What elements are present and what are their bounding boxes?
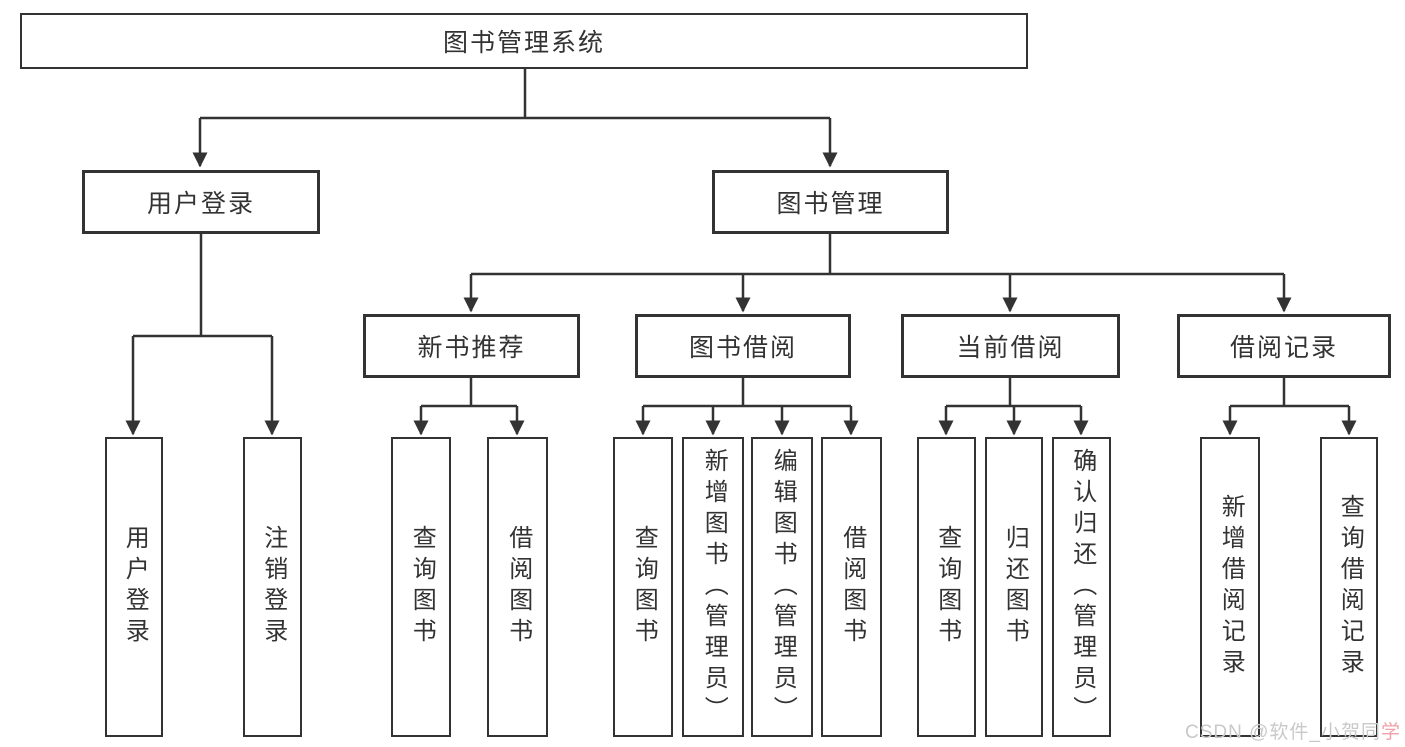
- watermark-text-accent: 学: [1380, 722, 1401, 743]
- node-label: 查询图书: [630, 525, 658, 649]
- node-label: 确认归还（管理员）: [1068, 447, 1096, 727]
- node-label: 查询图书: [408, 525, 436, 649]
- leaf-query-books-newbook: 查询图书: [391, 437, 451, 737]
- node-label: 用户登录: [121, 525, 149, 649]
- leaf-borrow-books-newbook: 借阅图书: [487, 437, 548, 737]
- watermark-text: CSDN @软件_小贺同: [1185, 722, 1381, 743]
- leaf-user-login: 用户登录: [105, 437, 163, 737]
- node-library-management-system: 图书管理系统: [20, 13, 1028, 69]
- node-user-login: 用户登录: [82, 170, 320, 234]
- leaf-borrow-books-borrow: 借阅图书: [821, 437, 882, 737]
- node-label: 当前借阅: [956, 334, 1065, 362]
- node-label: 图书管理: [776, 190, 885, 218]
- leaf-confirm-return-admin: 确认归还（管理员）: [1052, 437, 1111, 737]
- leaf-add-borrow-record: 新增借阅记录: [1200, 437, 1260, 737]
- node-label: 新增图书（管理员）: [700, 447, 728, 727]
- node-label: 查询图书: [933, 525, 961, 649]
- leaf-query-borrow-record: 查询借阅记录: [1320, 437, 1378, 737]
- leaf-query-books-current: 查询图书: [917, 437, 976, 737]
- leaf-return-book: 归还图书: [985, 437, 1043, 737]
- node-label: 归还图书: [1001, 525, 1029, 649]
- leaf-add-book-admin: 新增图书（管理员）: [682, 437, 744, 737]
- node-label: 查询借阅记录: [1336, 494, 1364, 680]
- node-borrowing-records: 借阅记录: [1177, 314, 1391, 378]
- node-label: 图书借阅: [688, 334, 797, 362]
- node-label: 用户登录: [146, 190, 255, 218]
- leaf-query-books-borrow: 查询图书: [613, 437, 673, 737]
- leaf-edit-book-admin: 编辑图书（管理员）: [751, 437, 813, 737]
- node-new-book-recommend: 新书推荐: [363, 314, 580, 378]
- csdn-watermark: CSDN @软件_小贺同学: [1185, 717, 1401, 744]
- node-label: 新书推荐: [417, 334, 526, 362]
- node-label: 图书管理系统: [442, 29, 605, 57]
- node-label: 新增借阅记录: [1217, 494, 1245, 680]
- node-label: 借阅图书: [838, 525, 866, 649]
- node-book-management: 图书管理: [712, 170, 949, 234]
- node-current-borrowing: 当前借阅: [901, 314, 1120, 378]
- node-label: 借阅记录: [1229, 334, 1338, 362]
- node-label: 编辑图书（管理员）: [769, 447, 797, 727]
- node-label: 注销登录: [259, 525, 287, 649]
- leaf-logout: 注销登录: [243, 437, 302, 737]
- node-book-borrowing: 图书借阅: [635, 314, 851, 378]
- node-label: 借阅图书: [504, 525, 532, 649]
